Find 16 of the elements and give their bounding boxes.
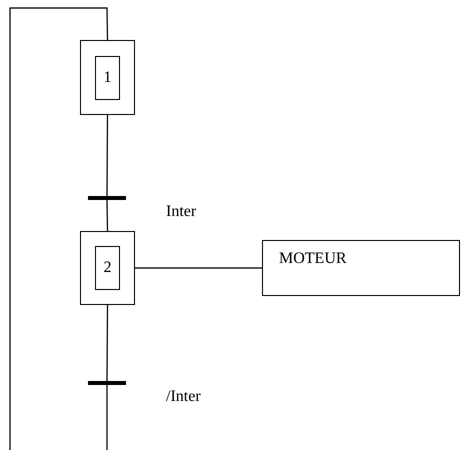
connector-line [106, 115, 108, 196]
connector-line [106, 200, 108, 232]
connector-line [9, 7, 108, 450]
transition-label: Inter [166, 204, 196, 220]
transition-bar [88, 381, 126, 385]
step-number: 1 [104, 68, 112, 88]
connector-line [106, 385, 108, 450]
transition-label: /Inter [166, 389, 201, 405]
action-box [262, 240, 460, 296]
connector-line [106, 305, 108, 381]
connector-line [135, 267, 262, 269]
transition-bar [88, 196, 126, 200]
step-number: 2 [104, 258, 112, 278]
step-box [80, 231, 135, 305]
action-label: MOTEUR [279, 249, 347, 269]
step-box [80, 40, 135, 115]
